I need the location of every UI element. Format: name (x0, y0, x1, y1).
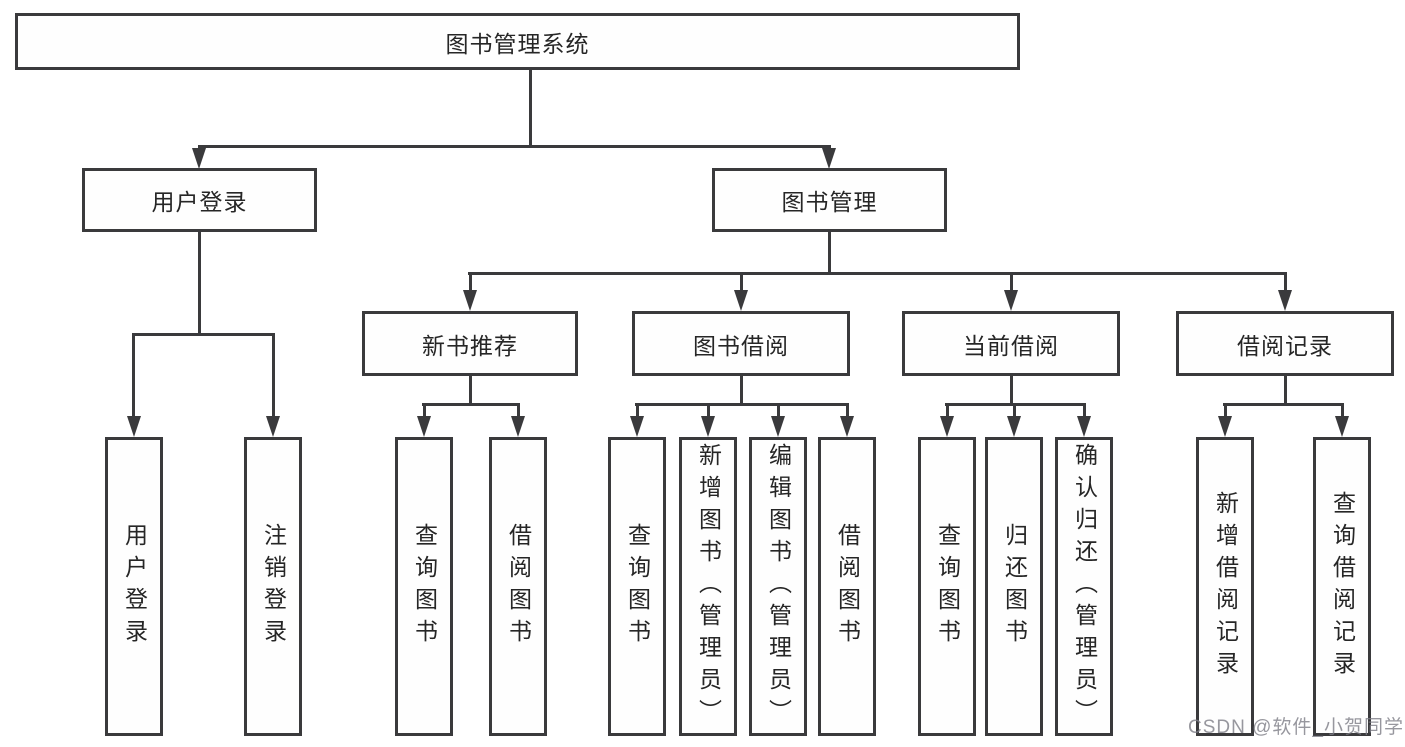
connector-hline (1223, 403, 1344, 406)
arrow-down-icon (1077, 416, 1091, 437)
leaf-query-books-current: 查询图书 (918, 437, 976, 736)
leaf-borrow-books: 借阅图书 (818, 437, 876, 736)
leaf-query-books-borrowing: 查询图书 (608, 437, 666, 736)
arrow-down-icon (822, 148, 836, 169)
arrow-down-icon (417, 416, 431, 437)
connector-stem (272, 333, 275, 417)
node-borrow-records: 借阅记录 (1176, 311, 1394, 376)
node-library-system: 图书管理系统 (15, 13, 1020, 70)
arrow-down-icon (840, 416, 854, 437)
connector-stem (1341, 403, 1344, 417)
node-book-management: 图书管理 (712, 168, 947, 232)
leaf-add-books-admin: 新增图书（管理员） (679, 437, 737, 736)
arrow-down-icon (1004, 290, 1018, 311)
connector-stem (740, 272, 743, 292)
connector-stem (1284, 272, 1287, 292)
node-book-borrow: 图书借阅 (632, 311, 850, 376)
connector-stem (517, 403, 520, 417)
arrow-down-icon (701, 416, 715, 437)
connector-hline (468, 272, 1287, 275)
connector-hline (422, 403, 520, 406)
node-new-book-recommend: 新书推荐 (362, 311, 578, 376)
connector-hline (198, 145, 831, 148)
arrow-down-icon (630, 416, 644, 437)
arrow-down-icon (463, 290, 477, 311)
connector-trunk (740, 376, 743, 406)
connector-trunk (198, 232, 201, 336)
leaf-user-login: 用户登录 (105, 437, 163, 736)
leaf-add-borrow-record: 新增借阅记录 (1196, 437, 1254, 736)
connector-stem (423, 403, 426, 417)
connector-stem (1083, 403, 1086, 417)
connector-trunk (828, 232, 831, 275)
connector-stem (777, 403, 780, 417)
arrow-down-icon (734, 290, 748, 311)
arrow-down-icon (1218, 416, 1232, 437)
connector-trunk (1284, 376, 1287, 406)
arrow-down-icon (127, 416, 141, 437)
connector-stem (1013, 403, 1016, 417)
connector-stem (469, 272, 472, 292)
connector-trunk (1010, 376, 1013, 406)
connector-hline (635, 403, 849, 406)
connector-stem (1224, 403, 1227, 417)
arrow-down-icon (192, 148, 206, 169)
connector-stem (846, 403, 849, 417)
node-current-borrow: 当前借阅 (902, 311, 1120, 376)
arrow-down-icon (771, 416, 785, 437)
connector-stem (132, 333, 135, 417)
connector-stem (636, 403, 639, 417)
arrow-down-icon (940, 416, 954, 437)
leaf-confirm-return-admin: 确认归还（管理员） (1055, 437, 1113, 736)
leaf-edit-books-admin: 编辑图书（管理员） (749, 437, 807, 736)
arrow-down-icon (1335, 416, 1349, 437)
leaf-return-books: 归还图书 (985, 437, 1043, 736)
connector-trunk (469, 376, 472, 406)
connector-stem (1010, 272, 1013, 292)
leaf-borrow-books-recommend: 借阅图书 (489, 437, 547, 736)
csdn-watermark: CSDN @软件_小贺同学 (1188, 717, 1404, 738)
arrow-down-icon (1278, 290, 1292, 311)
leaf-logout-login: 注销登录 (244, 437, 302, 736)
node-user-login: 用户登录 (82, 168, 317, 232)
connector-hline (132, 333, 275, 336)
arrow-down-icon (511, 416, 525, 437)
arrow-down-icon (1007, 416, 1021, 437)
leaf-query-borrow-record: 查询借阅记录 (1313, 437, 1371, 736)
connector-trunk (529, 70, 532, 148)
arrow-down-icon (266, 416, 280, 437)
connector-stem (946, 403, 949, 417)
connector-stem (707, 403, 710, 417)
leaf-query-books-recommend: 查询图书 (395, 437, 453, 736)
